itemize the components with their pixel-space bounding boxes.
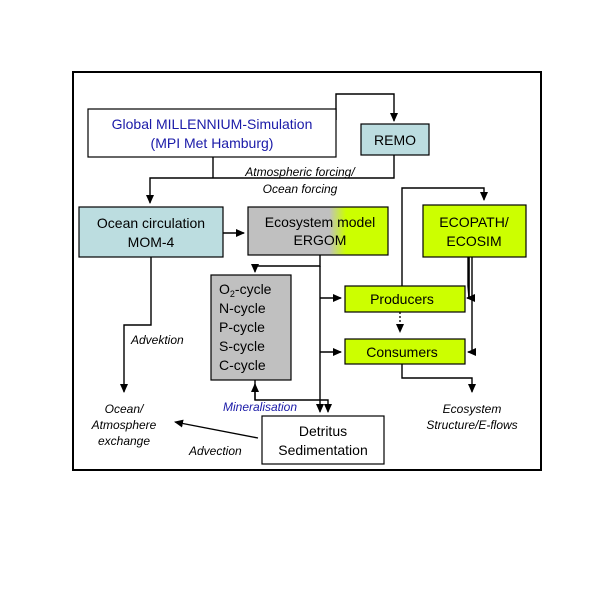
node-consumers: Consumers bbox=[344, 338, 466, 365]
line-producers-up-to-ecopath bbox=[401, 187, 488, 286]
node-global: Global MILLENNIUM-Simulation (MPI Met Ha… bbox=[87, 108, 337, 158]
label-ocean-atm-3: exchange bbox=[98, 434, 150, 448]
cycle-o2: O2-cycle bbox=[219, 281, 272, 299]
arrow-remo-to-forcing bbox=[146, 155, 395, 204]
cycle-n: N-cycle bbox=[219, 300, 266, 316]
label-mineralisation: Mineralisation bbox=[223, 400, 297, 414]
label-ecosystem-out-1: Ecosystem bbox=[443, 402, 502, 416]
ocean-line2: MOM-4 bbox=[128, 234, 175, 250]
cycle-c: C-cycle bbox=[219, 357, 266, 373]
node-remo: REMO bbox=[360, 123, 430, 156]
node-ecopath: ECOPATH/ ECOSIM bbox=[422, 204, 527, 258]
label-advektion: Advektion bbox=[130, 333, 184, 347]
arrow-consumers-to-structure bbox=[401, 364, 476, 393]
ecosystem-line2: ERGOM bbox=[294, 232, 347, 248]
ocean-line1: Ocean circulation bbox=[97, 215, 205, 231]
node-detritus: Detritus Sedimentation bbox=[261, 415, 385, 465]
arrow-ocean-to-exchange bbox=[120, 257, 152, 393]
detritus-line2: Sedimentation bbox=[278, 442, 368, 458]
node-cycles: O2-cycle N-cycle P-cycle S-cycle C-cycle bbox=[210, 274, 292, 381]
connectors bbox=[120, 93, 488, 439]
node-producers: Producers bbox=[344, 285, 466, 313]
arrow-detritus-to-exchange bbox=[174, 419, 259, 439]
global-line2: (MPI Met Hamburg) bbox=[151, 135, 274, 151]
producers-label: Producers bbox=[370, 291, 434, 307]
arrow-ecopath-to-consumers bbox=[467, 257, 476, 356]
node-ocean-circulation: Ocean circulation MOM-4 bbox=[78, 206, 224, 258]
arrow-ecopath-into-producers bbox=[466, 257, 475, 302]
label-ocean-atm-1: Ocean/ bbox=[105, 402, 145, 416]
ecosystem-line1: Ecosystem model bbox=[265, 214, 375, 230]
arrow-global-to-remo bbox=[335, 93, 398, 122]
arrow-ecosystem-to-cycles bbox=[251, 255, 321, 273]
label-forcing-2: Ocean forcing bbox=[263, 182, 338, 196]
detritus-line1: Detritus bbox=[299, 423, 347, 439]
remo-label: REMO bbox=[374, 132, 416, 148]
cycle-p: P-cycle bbox=[219, 319, 265, 335]
label-forcing-1: Atmospheric forcing/ bbox=[244, 165, 356, 179]
ecopath-line2: ECOSIM bbox=[446, 233, 501, 249]
node-ecosystem-model: Ecosystem model ERGOM bbox=[247, 206, 389, 256]
label-ecosystem-out-2: Structure/E-flows bbox=[426, 418, 517, 432]
ecopath-line1: ECOPATH/ bbox=[439, 214, 509, 230]
consumers-label: Consumers bbox=[366, 344, 438, 360]
label-advection: Advection bbox=[188, 444, 242, 458]
label-ocean-atm-2: Atmosphere bbox=[91, 418, 157, 432]
cycle-s: S-cycle bbox=[219, 338, 265, 354]
global-line1: Global MILLENNIUM-Simulation bbox=[112, 116, 313, 132]
